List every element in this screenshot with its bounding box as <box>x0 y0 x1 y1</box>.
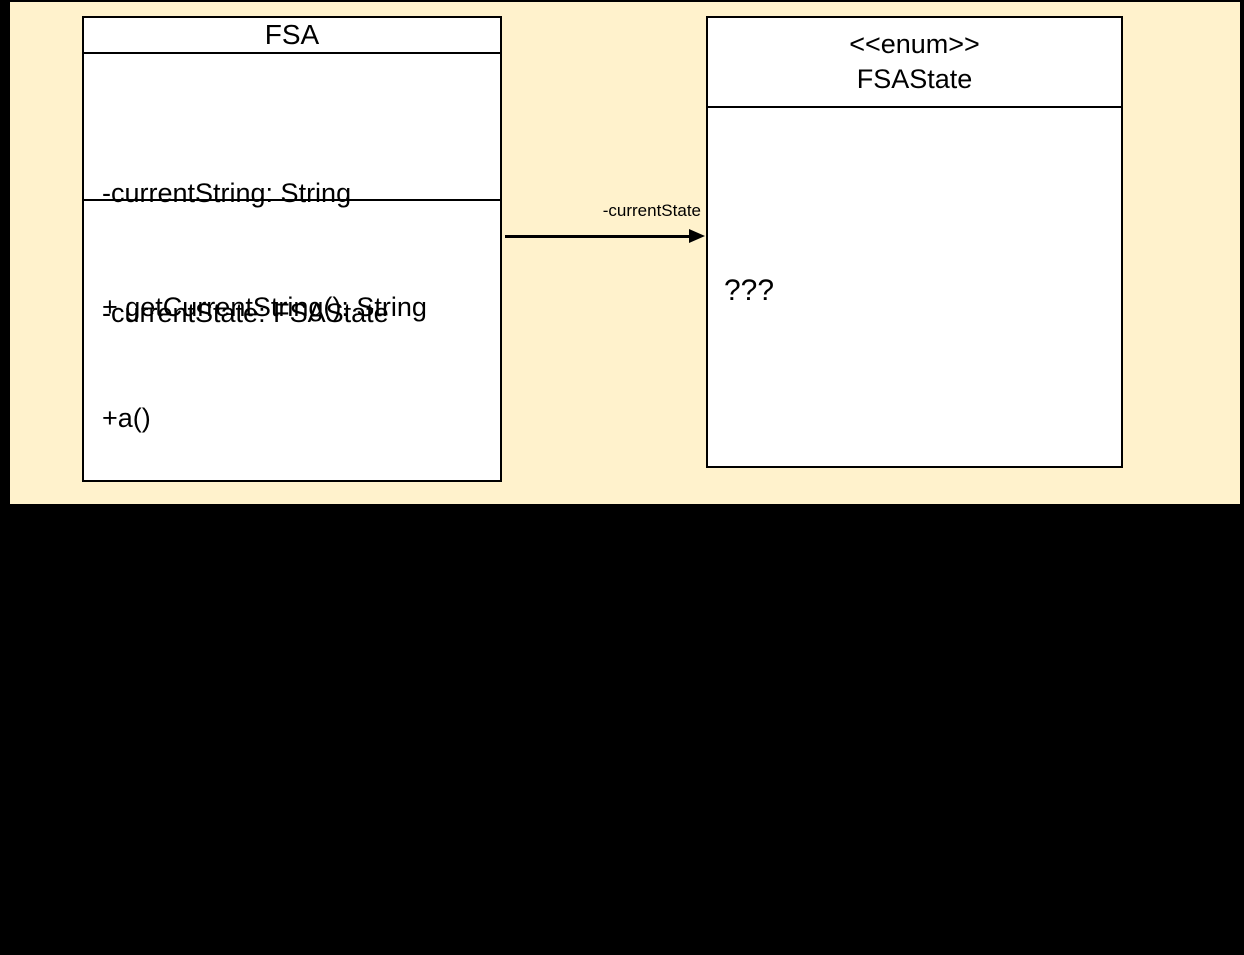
fsa-methods-compartment: + getCurrentString(): String +a() +b() +… <box>84 201 500 955</box>
association-arrowhead-icon <box>689 229 705 243</box>
fsa-method-line: +d() <box>102 736 151 766</box>
class-name-fsastate: FSAState <box>856 64 973 94</box>
fsa-method-line: +a() <box>102 403 151 433</box>
page-frame: { "diagram": { "background_color": "#FFF… <box>10 2 1240 877</box>
fsa-attributes-compartment: -currentString: String -currentState: FS… <box>84 54 500 328</box>
diagram-canvas: FSA -currentString: String -currentState… <box>10 2 1240 877</box>
class-box-fsastate: <<enum>> FSAState ??? <box>706 16 1123 468</box>
class-box-fsa: FSA -currentString: String -currentState… <box>82 16 502 877</box>
association-label: -currentState <box>602 201 701 220</box>
class-name-fsa: FSA <box>264 19 320 50</box>
fsa-method-line: +b() <box>102 514 151 544</box>
enum-placeholder-text: ??? <box>724 274 775 307</box>
fsa-method-line: + getCurrentString(): String <box>102 292 427 322</box>
fsa-attribute-line: -currentString: String <box>102 178 352 208</box>
fsa-title-compartment: FSA <box>84 18 500 54</box>
fsastate-title-compartment: <<enum>> FSAState <box>708 18 1121 108</box>
stereotype-label: <<enum>> <box>849 29 980 59</box>
association-arrow-line <box>505 235 693 238</box>
fsa-method-line: +c() <box>102 625 150 655</box>
fsastate-body-compartment: ??? <box>708 108 1121 466</box>
fsa-method-line: +accepted(): boolean <box>102 847 357 877</box>
fsa-attribute-line: -currentState: FSAState <box>102 298 389 328</box>
